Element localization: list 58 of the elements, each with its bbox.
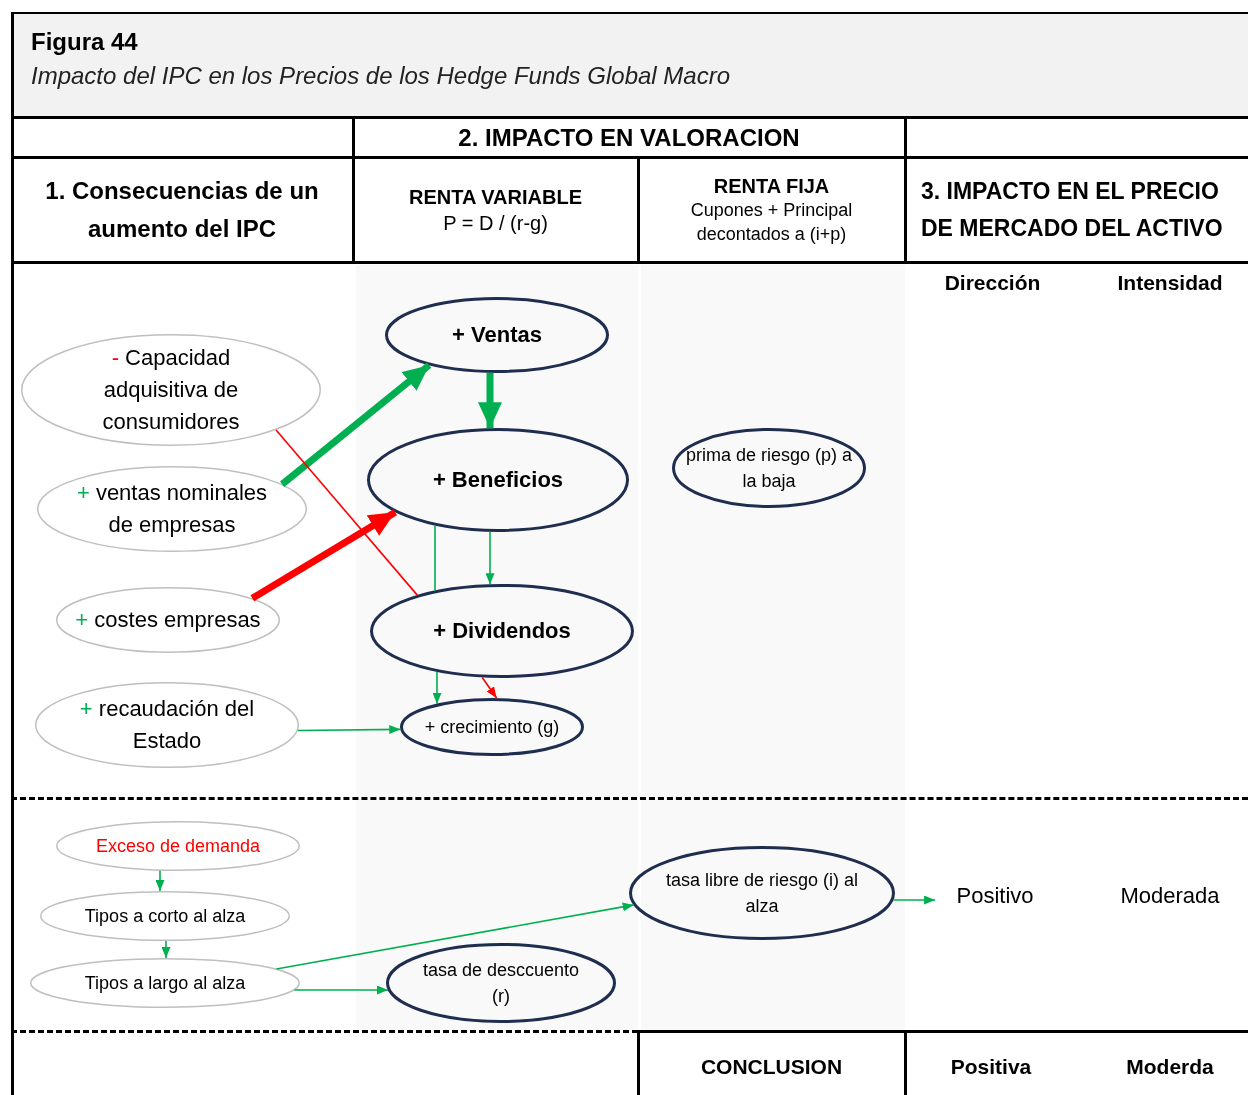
figure-caption: Impacto del IPC en los Precios de los Hedge Funds Global Macro (31, 62, 730, 90)
arrow (161, 940, 171, 959)
arrow (478, 372, 502, 429)
connector-line (434, 524, 436, 592)
arrow (155, 869, 165, 892)
table-label: RENTA FIJA (713, 174, 830, 200)
node-text: Tipos a corto al alza (83, 904, 247, 928)
ellipse-node (56, 587, 280, 653)
arrow (481, 676, 498, 699)
node-text: + costes empresas (74, 606, 262, 635)
arrow (279, 362, 432, 487)
table-label: Moderada (1120, 881, 1220, 910)
table-label: 2. IMPACTO EN VALORACION (458, 123, 800, 154)
result-text: Positivo (935, 878, 1055, 914)
arrow (275, 902, 635, 970)
table-label: Cupones + Principal decontados a (i+p) (689, 199, 854, 246)
node-text: + Dividendos (432, 617, 572, 646)
table-label: Intensidad (1117, 270, 1223, 297)
table-label: RENTA VARIABLE (409, 184, 582, 210)
node-text: + ventas nominales de empresas (75, 479, 269, 539)
ellipse-node (629, 846, 895, 940)
node-text: tasa libre de riesgo (i) al alza (664, 868, 860, 918)
arrow (293, 985, 389, 995)
table-label: 1. Consecuencias de un aumento del IPC (44, 176, 320, 244)
table-label: Positiva (950, 1054, 1032, 1081)
table-label: Dirección (944, 270, 1041, 297)
arrow (250, 509, 397, 602)
arrow (892, 895, 936, 905)
node-text: tasa de desccuento (r) (421, 958, 581, 1008)
node-text: + recaudación del Estado (78, 695, 256, 755)
ellipse-node (40, 891, 290, 941)
node-text: Tipos a largo al alza (83, 971, 247, 995)
node-text: prima de riesgo (p) a la baja (684, 443, 854, 493)
ellipse-node (21, 334, 321, 446)
figure-title: Figura 44 (31, 28, 138, 56)
ellipse-node (367, 428, 629, 532)
table-label: Moderda (1126, 1054, 1214, 1081)
ellipse-node (56, 821, 300, 871)
node-text: - Capacidad adquisitiva de consumidores (101, 344, 241, 436)
ellipse-node (370, 584, 634, 678)
ellipse-node (37, 466, 307, 552)
arrow (432, 671, 442, 705)
ellipse-node (385, 297, 609, 373)
table-label: 3. IMPACTO EN EL PRECIO DE MERCADO DEL ACTIVO (921, 176, 1224, 243)
ellipse-node (35, 682, 299, 768)
ellipse-node (672, 428, 866, 508)
ellipse-node (30, 958, 300, 1008)
node-text: + Beneficios (431, 466, 565, 495)
connector-line (275, 429, 419, 596)
node-text: + crecimiento (g) (423, 715, 561, 739)
arrow (485, 531, 495, 586)
table-label: CONCLUSION (700, 1054, 843, 1081)
ellipse-node (400, 698, 584, 756)
arrow (297, 724, 402, 734)
node-text: + Ventas (451, 321, 543, 350)
table-label: P = D / (r-g) (443, 210, 548, 236)
node-text: Exceso de demanda (94, 834, 262, 858)
ellipse-node (386, 943, 616, 1023)
